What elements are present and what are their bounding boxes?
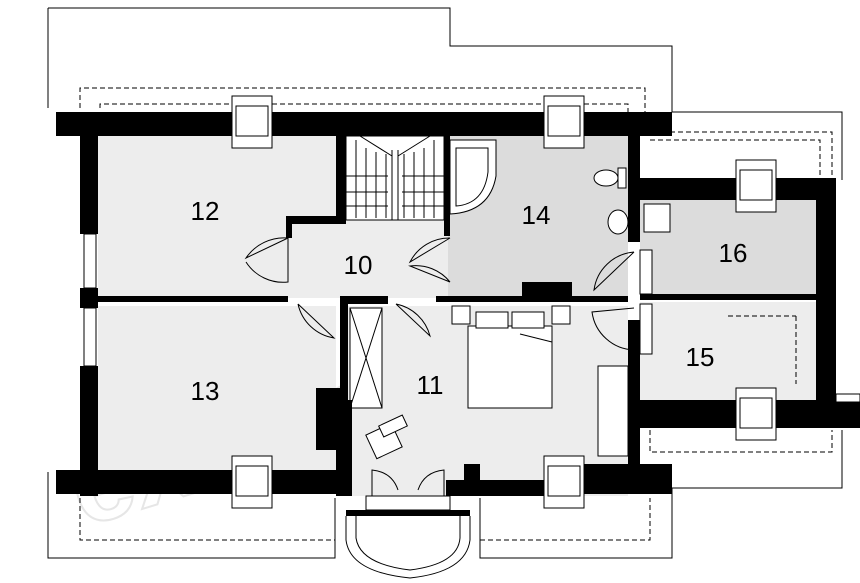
windows xyxy=(83,95,860,509)
bathroom-fixtures xyxy=(449,139,671,235)
floor-room-13 xyxy=(98,306,336,470)
room-label-12: 12 xyxy=(191,196,220,226)
room-label-16: 16 xyxy=(719,238,748,268)
roof-outline xyxy=(47,7,843,559)
doors xyxy=(244,237,746,496)
floor-room-15 xyxy=(640,302,816,400)
staircase xyxy=(345,135,445,221)
bay-window xyxy=(345,495,471,579)
room-labels: 10 11 12 13 14 15 16 xyxy=(191,196,748,406)
room-label-10: 10 xyxy=(344,250,373,280)
room-label-14: 14 xyxy=(522,200,551,230)
window-left-lower xyxy=(83,307,97,367)
room-label-13: 13 xyxy=(191,376,220,406)
floor-room-10 xyxy=(288,220,448,298)
bed xyxy=(451,305,571,409)
room-label-15: 15 xyxy=(686,342,715,372)
window-left-upper xyxy=(83,233,97,289)
room-label-11: 11 xyxy=(417,370,444,400)
window-annex-right xyxy=(835,393,860,403)
armchair xyxy=(365,414,408,460)
wardrobes xyxy=(349,307,797,457)
walls xyxy=(56,112,860,496)
